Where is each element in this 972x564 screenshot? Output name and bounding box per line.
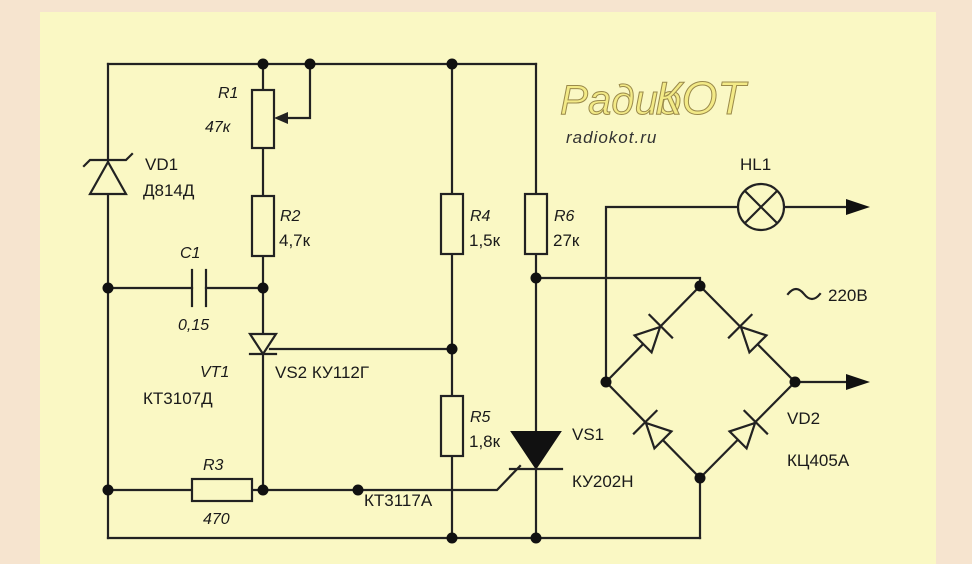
thyristor-vs2-body (247, 332, 279, 357)
label-vd1-value: Д814Д (143, 181, 195, 200)
watermark-brand-1: Радио (560, 76, 681, 123)
resistor-r5 (439, 394, 465, 458)
label-vd2-ref: VD2 (787, 409, 820, 428)
label-r2-ref: R2 (280, 208, 301, 225)
label-vs1-value: КУ202Н (572, 472, 634, 491)
lamp-hl1-cross-b (743, 189, 779, 225)
thyristor-vs2 (247, 332, 279, 357)
label-r5-ref: R5 (470, 409, 491, 426)
junction-dot (530, 532, 542, 544)
thyristor-vs1 (508, 431, 564, 471)
junction-dot (446, 532, 458, 544)
wires (106, 62, 850, 540)
junction-dot (694, 280, 706, 292)
bridge-diode-2 (727, 313, 769, 355)
r1-wiper-arrow (274, 112, 288, 124)
label-vs2: VS2 КУ112Г (275, 363, 369, 382)
bridge-diode-1 (632, 313, 674, 355)
resistor-r2 (250, 194, 276, 258)
bridge-diode-4 (727, 409, 769, 451)
resistor-r1-body (250, 88, 276, 150)
zener-vd1 (82, 152, 134, 196)
radiokot-watermark: Радио КОТ radiokot.ru (560, 72, 749, 148)
resistor-r6 (523, 192, 549, 256)
junction-dot (789, 376, 801, 388)
junction-dot (446, 58, 458, 70)
junction-dot (102, 282, 114, 294)
wire-bridge-lamp (604, 205, 740, 384)
label-vd2-value: КЦ405А (787, 451, 850, 470)
junction-dot (257, 282, 269, 294)
junction-dot (102, 484, 114, 496)
label-r1-ref: R1 (218, 85, 238, 102)
junction-dot (600, 376, 612, 388)
label-vd1-ref: VD1 (145, 155, 178, 174)
bridge-diode-3 (632, 409, 674, 451)
junction-dot (530, 272, 542, 284)
label-c1-value: 0,15 (178, 317, 209, 334)
label-r1-value: 47к (205, 119, 232, 136)
label-hl1: HL1 (740, 155, 771, 174)
label-c1-ref: C1 (180, 245, 200, 262)
label-vt1-value: КТ3107Д (143, 389, 213, 408)
ac-tilde-icon (786, 287, 822, 301)
junction-dot (694, 472, 706, 484)
junction-dot (352, 484, 364, 496)
watermark-url: radiokot.ru (566, 128, 657, 147)
thyristor-vs1-body (510, 431, 562, 470)
arrow-out-bottom (846, 374, 870, 390)
watermark-brand-2: КОТ (655, 72, 748, 124)
label-vs1-ref: VS1 (572, 425, 604, 444)
junction-dot (257, 58, 269, 70)
label-r3-value: 470 (203, 511, 230, 528)
arrow-out-top (846, 199, 870, 215)
label-r4-ref: R4 (470, 208, 491, 225)
lamp-hl1 (736, 182, 786, 232)
label-vt1-ref: VT1 (200, 364, 229, 381)
label-r6-ref: R6 (554, 208, 575, 225)
label-r3-ref: R3 (203, 457, 224, 474)
junction-dot (257, 484, 269, 496)
resistor-r4 (439, 192, 465, 256)
junctions (102, 58, 801, 544)
junction-dot (446, 343, 458, 355)
wire-vs1-gate (356, 464, 522, 492)
label-220v: 220В (828, 286, 868, 305)
labels: R1 47к VD1 Д814Д R2 4,7к C1 0,15 VT1 КТ3… (143, 85, 868, 528)
bridge-vd2 (632, 313, 769, 451)
label-r5-value: 1,8к (469, 432, 501, 451)
resistor-r3 (190, 477, 254, 503)
zener-vd1-bar (82, 152, 134, 168)
resistor-r1 (250, 88, 288, 150)
zener-vd1-body (88, 159, 128, 196)
label-r6-value: 27к (553, 231, 580, 250)
label-r4-value: 1,5к (469, 231, 501, 250)
label-kt3117: КТ3117А (364, 491, 433, 510)
junction-dot (304, 58, 316, 70)
label-r2-value: 4,7к (279, 231, 311, 250)
wire-r1-wiper (284, 62, 312, 120)
capacitor-c1 (190, 268, 208, 308)
